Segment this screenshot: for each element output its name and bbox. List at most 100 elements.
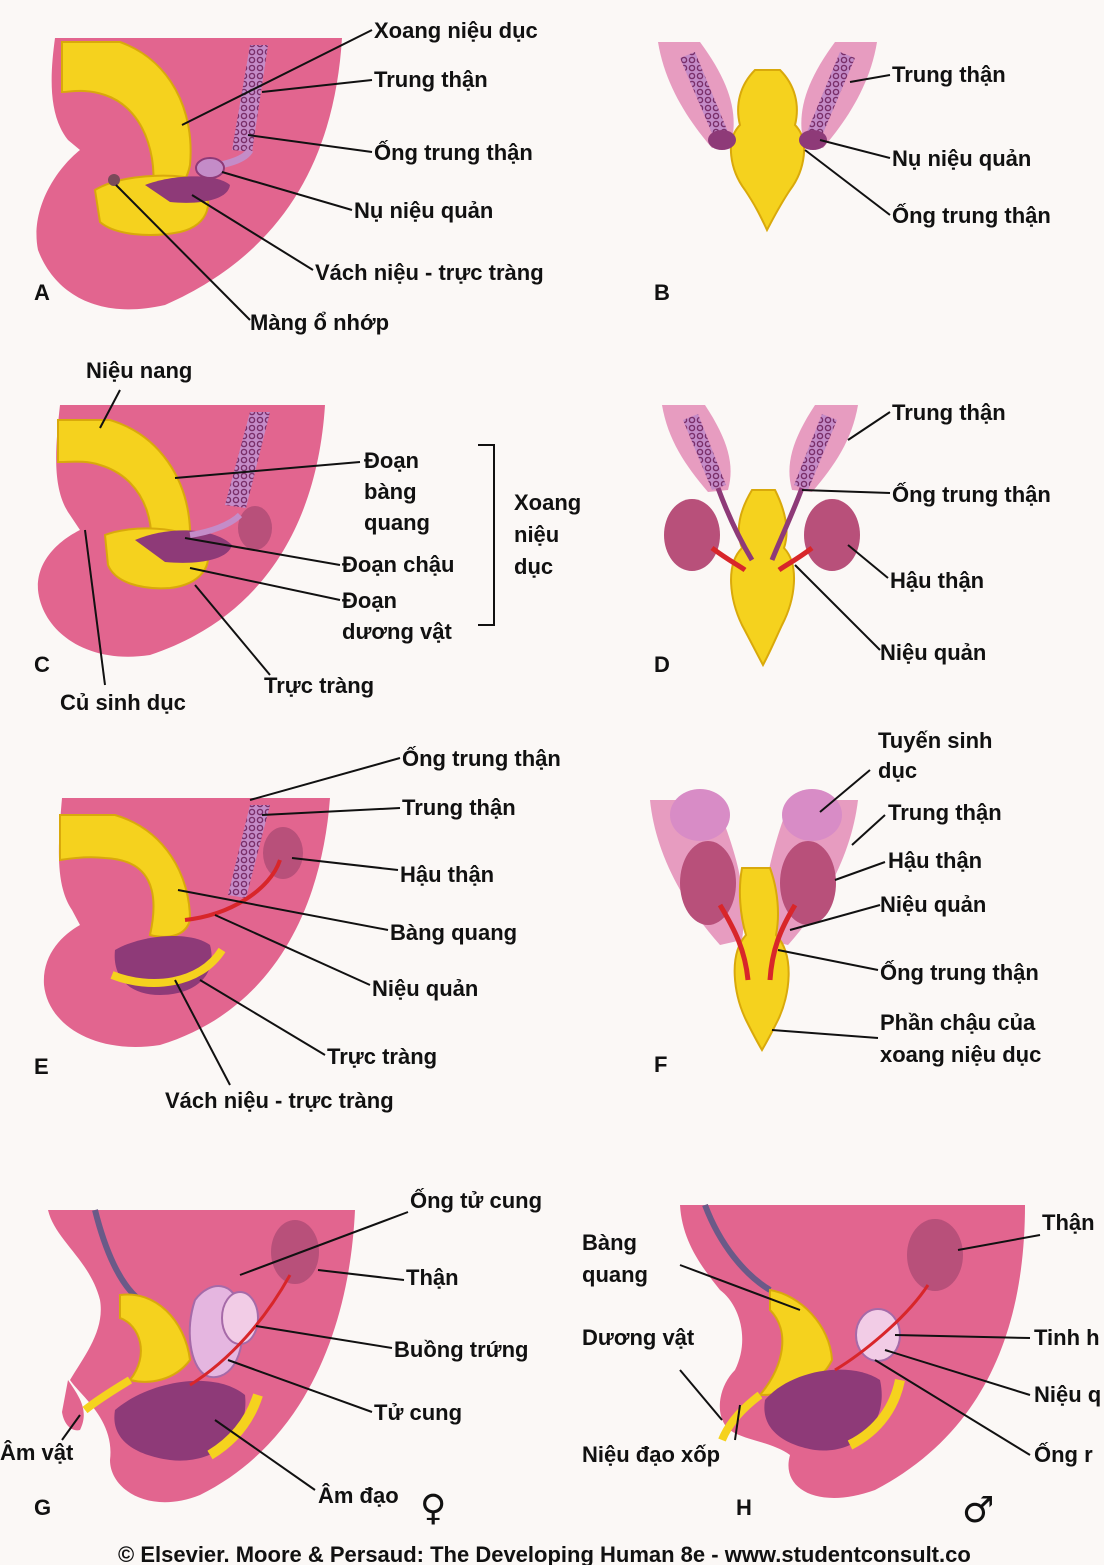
leader-g2 [317,1269,405,1281]
mesonephros-a [232,45,268,152]
leader-b1 [849,74,891,83]
label-xoang-1: Xoang [514,490,581,515]
panel-b [658,42,877,233]
leader-a6 [115,184,251,321]
panel-letter-a: A [34,280,50,305]
kidney-g [271,1220,319,1284]
leader-f6 [771,1029,879,1039]
left-gonad-f [670,789,730,841]
panel-f-labels: Tuyến sinh dục Trung thận Hậu thận Niệu … [654,728,1041,1077]
label-ong-trung-than: Ống trung thận [374,139,533,165]
label-h-nieu-dao-xop: Niệu đạo xốp [582,1442,720,1467]
leader-f2 [851,814,886,846]
label-f-tuyen-sinh-2: dục [878,758,917,783]
label-e-nieu-quan: Niệu quản [372,976,478,1001]
label-cu-sinh-duc: Củ sinh dục [60,690,186,715]
label-trung-than: Trung thận [374,67,488,92]
panel-a [36,38,342,310]
panel-c [37,405,326,657]
rectum-c [135,530,232,563]
panel-a-labels: Xoang niệu dục Trung thận Ống trung thận… [34,18,544,335]
label-g-tu-cung: Tử cung [374,1400,462,1425]
rectum-wall-h [847,1378,905,1450]
leader-f3 [834,861,886,881]
label-f-hau-than: Hậu thận [888,848,982,873]
right-coil-b [807,52,855,138]
leader-f5 [777,949,879,971]
label-nu-nieu-quan: Nụ niệu quản [354,198,493,223]
label-h-duong-vat: Dương vật [582,1325,695,1350]
leader-b2 [819,139,891,159]
left-ureter-f [717,903,751,981]
label-f-phan-chau-2: xoang niệu dục [880,1042,1041,1067]
leader-h7 [874,1359,1031,1456]
label-h-bang-2: quang [582,1262,648,1287]
panel-letter-f: F [654,1052,667,1077]
label-g-ong-tu-cung: Ống tử cung [410,1187,542,1213]
bracket-c [478,444,495,626]
label-mang-o-nhop: Màng ổ nhớp [250,310,389,335]
label-b-ong-trung-than: Ống trung thận [892,202,1051,228]
leader-e5 [214,914,371,986]
label-xoang-3: dục [514,554,553,579]
label-doan-bq-1: Đoạn [364,448,419,473]
label-e-hau-than: Hậu thận [400,862,494,887]
label-d-trung-than: Trung thận [892,400,1006,425]
septum-a [145,176,230,203]
label-g-am-dao: Âm đạo [318,1483,399,1508]
label-f-phan-chau-1: Phần chậu của [880,1010,1036,1035]
left-ureter-d [710,545,747,573]
label-d-nieu-quan: Niệu quản [880,640,986,665]
ovary-g [221,1291,259,1345]
left-metanephros-f [680,841,736,925]
left-bud-b [708,130,736,150]
panel-letter-e: E [34,1054,49,1079]
panel-d [662,405,860,668]
urethra-g [82,1376,133,1414]
ureter-h [834,1284,930,1372]
mesonephros-e [228,805,270,898]
label-doan-dv-2: dương vật [342,619,452,644]
leader-e3 [291,857,399,871]
label-h-than: Thận [1042,1210,1095,1235]
cord-h [702,1203,772,1293]
panel-letter-g: G [34,1495,51,1520]
label-h-tinh-hoan: Tinh h [1034,1325,1100,1350]
embryo-body-h [680,1205,1025,1498]
copyright-footer: © Elsevier. Moore & Persaud: The Develop… [118,1542,971,1565]
leader-g3 [255,1325,393,1349]
label-c-truc-trang: Trực tràng [264,673,374,698]
label-xoang-2: niệu [514,522,559,547]
leader-f1 [819,769,871,813]
label-doan-dv-1: Đoạn [342,588,397,613]
embryo-body-a [36,38,342,310]
mesonephros-c [225,412,270,508]
label-d-ong-trung-than: Ống trung thận [892,481,1051,507]
kidney-h [907,1219,963,1291]
leader-h1 [957,1234,1041,1251]
rectum-wall-e [110,947,226,987]
leader-h5 [884,1349,1031,1396]
label-d-hau-than: Hậu thận [890,568,984,593]
leader-e4 [177,889,389,931]
right-duct-d [769,487,805,561]
leader-c3 [184,537,341,566]
left-coil-d [683,414,726,490]
leader-e6 [199,979,326,1056]
leader-f4 [789,904,881,931]
label-f-trung-than: Trung thận [888,800,1002,825]
label-h-nieu-quan: Niệu q [1034,1382,1101,1407]
leader-c4 [189,567,341,601]
sinus-d [730,489,795,668]
leader-a2 [261,79,373,93]
panel-e [43,798,330,1047]
leader-c1 [99,389,121,429]
metanephros-e [263,827,303,879]
rectum-g [114,1380,246,1461]
label-xoang-nieu-duc: Xoang niệu dục [374,18,538,43]
panel-c-labels: Niệu nang Đoạn bàng quang Đoạn chậu Đoạn… [34,358,581,715]
panel-h [680,1203,1025,1498]
label-doan-chau: Đoạn chậu [342,552,454,577]
rectum-wall-g [207,1393,263,1460]
